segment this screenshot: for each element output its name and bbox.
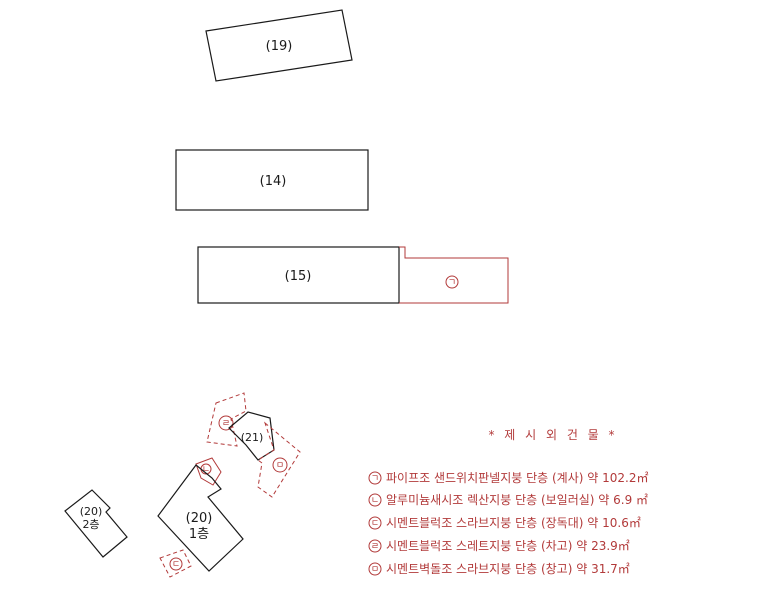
building-20-floor2: (20) 2층: [64, 489, 128, 558]
legend-item: ㄴ 알루미늄새시조 렉산지붕 단층 (보일러실) 약 6.9 ㎡: [368, 492, 648, 507]
legend-item: ㅁ 시멘트벽돌조 스라브지붕 단층 (창고) 약 31.7㎡: [368, 561, 630, 576]
legend-item: ㄹ 시멘트블럭조 스레트지붕 단층 (차고) 약 23.9㎡: [368, 538, 630, 553]
legend-item: ㄷ 시멘트블럭조 스라브지붕 단층 (장독대) 약 10.6㎡: [368, 515, 641, 530]
legend-text: 시멘트벽돌조 스라브지붕 단층 (창고) 약 31.7㎡: [386, 561, 630, 576]
building-19: (19): [205, 9, 353, 82]
legend-text: 시멘트블럭조 스라브지붕 단층 (장독대) 약 10.6㎡: [386, 515, 641, 530]
building-20-floor1-number: (20): [186, 511, 213, 526]
marker-mieum: ㅁ: [276, 461, 284, 471]
legend: * 제 시 외 건 물 * ㄱ 파이프조 샌드위치판넬지붕 단층 (계사) 약 …: [368, 428, 648, 576]
extension-giyeok: ㄱ: [399, 246, 509, 304]
building-15: (15): [197, 246, 400, 304]
extension-nieun: ㄴ: [195, 457, 222, 486]
building-20-floor2-number: (20): [80, 505, 103, 518]
marker-digeut: ㄷ: [172, 560, 180, 570]
building-15-label: (15): [285, 269, 312, 284]
legend-symbol: ㄹ: [371, 542, 379, 552]
building-21-label: (21): [241, 431, 264, 444]
building-14: (14): [175, 149, 369, 211]
building-20-floor2-level: 2층: [82, 518, 99, 531]
legend-item: ㄱ 파이프조 샌드위치판넬지붕 단층 (계사) 약 102.2㎡: [368, 470, 648, 485]
legend-text: 파이프조 샌드위치판넬지붕 단층 (계사) 약 102.2㎡: [386, 470, 648, 485]
marker-rieul: ㄹ: [222, 419, 230, 429]
extension-mieum: ㅁ: [257, 421, 301, 498]
legend-symbol: ㄷ: [371, 519, 379, 529]
building-14-label: (14): [260, 174, 287, 189]
legend-symbol: ㄴ: [371, 496, 379, 506]
building-20-floor1-level: 1층: [189, 527, 209, 542]
legend-symbol: ㅁ: [371, 565, 379, 575]
legend-text: 알루미늄새시조 렉산지붕 단층 (보일러실) 약 6.9 ㎡: [386, 492, 648, 507]
extension-rieul: ㄹ: [206, 392, 247, 447]
legend-title: * 제 시 외 건 물 *: [488, 428, 617, 442]
building-20-floor1: (20) 1층: [157, 464, 244, 572]
marker-nieun: ㄴ: [202, 465, 210, 475]
marker-giyeok: ㄱ: [448, 278, 456, 288]
legend-text: 시멘트블럭조 스레트지붕 단층 (차고) 약 23.9㎡: [386, 538, 630, 553]
building-21: (21): [228, 411, 275, 461]
legend-symbol: ㄱ: [371, 474, 379, 484]
building-19-label: (19): [266, 39, 293, 54]
extension-digeut: ㄷ: [159, 549, 192, 578]
